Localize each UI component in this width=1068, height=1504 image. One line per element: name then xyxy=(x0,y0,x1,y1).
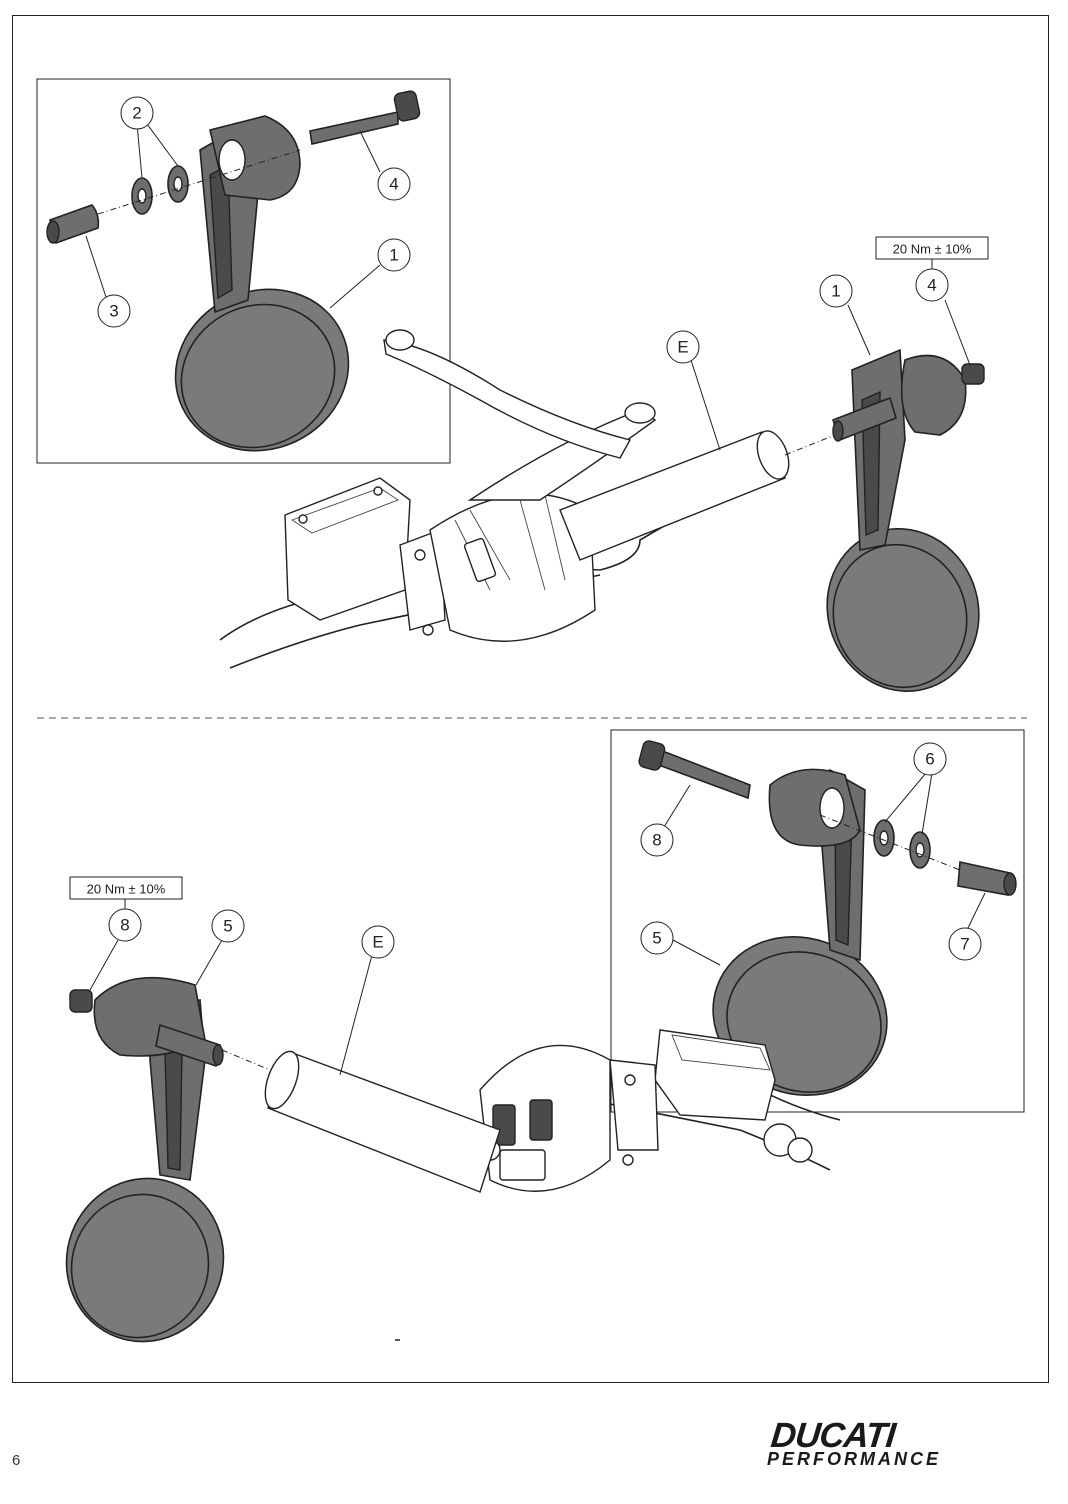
assembly-bottom: E 5 8 20 Nm ± 10% xyxy=(65,329,841,1343)
mirror-head xyxy=(768,768,861,847)
bar-end-insert xyxy=(49,204,100,245)
bolt xyxy=(655,748,751,800)
callout-8: 8 xyxy=(120,916,129,935)
callout-8: 8 xyxy=(652,831,661,850)
callout-5: 5 xyxy=(652,929,661,948)
page-frame xyxy=(12,15,1049,1383)
callout-7: 7 xyxy=(960,935,969,954)
grip xyxy=(559,431,786,561)
callout-2: 2 xyxy=(132,104,141,123)
grip xyxy=(267,1051,501,1193)
torque-label xyxy=(69,876,183,900)
mirror-glass xyxy=(65,1177,225,1343)
callout-E: E xyxy=(372,933,383,952)
mirror-glass xyxy=(826,527,980,693)
callout-4: 4 xyxy=(927,276,936,295)
torque-value: 20 Nm ± 10% xyxy=(893,242,972,257)
ducati-performance-logo: DUCATI PERFORMANCE xyxy=(765,1416,1040,1472)
assembly-top: E 1 4 20 Nm ± 10% xyxy=(219,236,989,693)
callout-E: E xyxy=(677,338,688,357)
callout-1: 1 xyxy=(831,282,840,301)
callout-1: 1 xyxy=(389,246,398,265)
torque-value: 20 Nm ± 10% xyxy=(87,882,166,897)
callout-6: 6 xyxy=(925,750,934,769)
callout-4: 4 xyxy=(389,175,398,194)
callout-5: 5 xyxy=(223,917,232,936)
bolt xyxy=(309,111,399,145)
bar-end-insert xyxy=(957,861,1011,896)
brake-lever xyxy=(383,339,632,459)
detail-box-top: 2 4 1 3 xyxy=(36,78,451,464)
mirror-head xyxy=(900,354,967,436)
master-cylinder xyxy=(284,477,411,621)
page-number: 6 xyxy=(12,1452,21,1469)
callout-3: 3 xyxy=(109,302,118,321)
logo-subtitle: PERFORMANCE xyxy=(767,1449,942,1469)
master-cylinder xyxy=(654,1029,776,1121)
